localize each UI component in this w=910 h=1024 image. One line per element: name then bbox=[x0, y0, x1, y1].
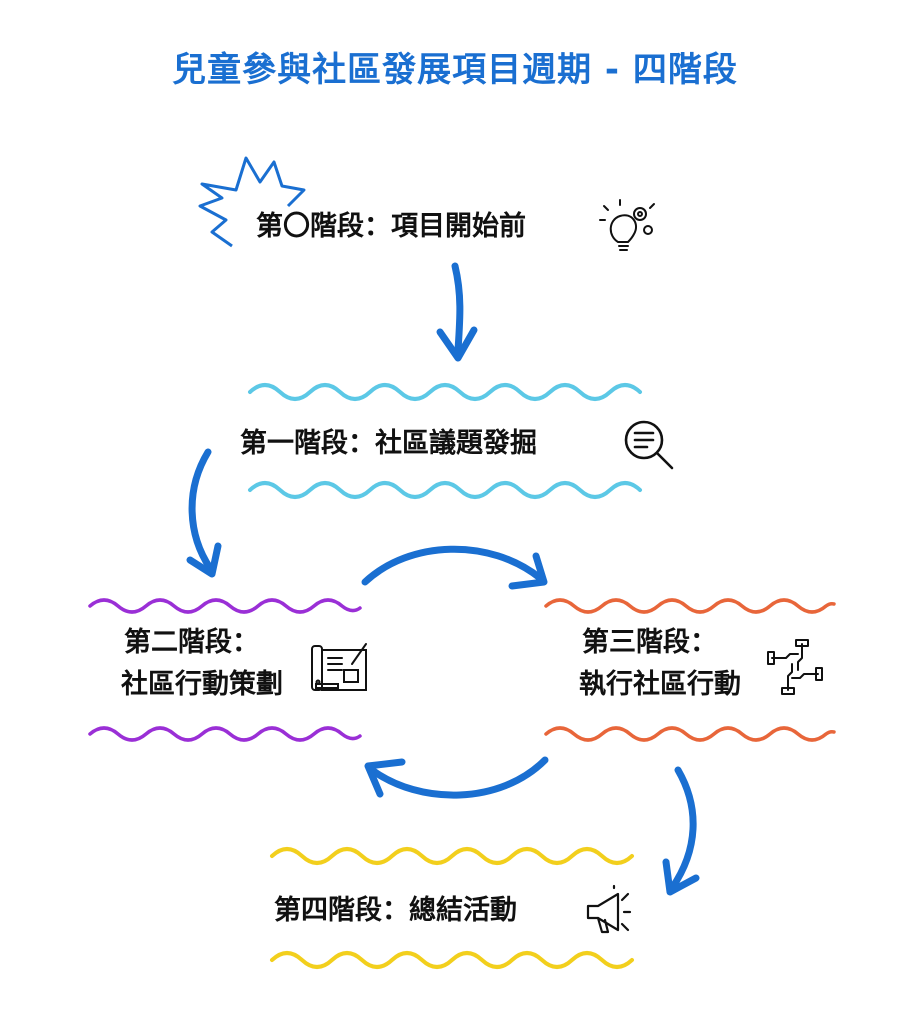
joined-hands-icon bbox=[767, 639, 823, 695]
stage4-wave-bottom bbox=[270, 951, 634, 969]
stage4-label: 第四階段：總結活動 bbox=[274, 895, 517, 926]
starburst-decoration bbox=[198, 156, 306, 248]
diagram-title: 兒童參與社區發展項目週期 - 四階段 bbox=[172, 50, 738, 90]
stage1-wave-top bbox=[248, 383, 642, 401]
search-list-icon bbox=[624, 420, 674, 470]
arrow-stage0-to-stage1-head bbox=[436, 326, 478, 362]
stage2-label-line2: 社區行動策劃 bbox=[121, 669, 283, 700]
stage3-wave-bottom bbox=[544, 726, 836, 742]
stage2-label-line1: 第二階段： bbox=[124, 627, 259, 658]
stage1-label: 第一階段：社區議題發掘 bbox=[240, 428, 537, 459]
arrow-stage1-to-stage2 bbox=[188, 448, 214, 572]
blueprint-plan-icon bbox=[311, 643, 367, 691]
arrow-stage2-to-stage3-head bbox=[508, 552, 548, 590]
arrow-stage1-to-stage2-head bbox=[186, 542, 222, 578]
stage3-label-line2: 執行社區行動 bbox=[579, 669, 741, 700]
stage2-label: 第二階段： 社區行動策劃 bbox=[96, 624, 308, 704]
arrow-stage2-to-stage3 bbox=[361, 545, 544, 586]
stage2-wave-top bbox=[88, 598, 362, 614]
lightbulb-gears-icon bbox=[599, 199, 655, 251]
stage4-wave-top bbox=[270, 847, 634, 865]
arrow-stage3-to-stage4-head bbox=[662, 858, 700, 896]
arrow-stage3-to-stage4 bbox=[668, 766, 697, 892]
stage1-wave-bottom bbox=[248, 481, 642, 499]
stage0-label: 第〇階段：項目開始前 bbox=[256, 211, 526, 242]
megaphone-icon bbox=[586, 884, 632, 934]
arrow-stage3-to-stage2 bbox=[368, 756, 549, 799]
arrow-stage3-to-stage2-head bbox=[364, 758, 406, 798]
stage3-wave-top bbox=[544, 598, 836, 614]
stage3-label-line1: 第三階段： bbox=[582, 627, 717, 658]
arrow-stage0-to-stage1 bbox=[451, 262, 464, 354]
stage3-label: 第三階段： 執行社區行動 bbox=[554, 624, 766, 704]
stage2-wave-bottom bbox=[88, 726, 362, 742]
